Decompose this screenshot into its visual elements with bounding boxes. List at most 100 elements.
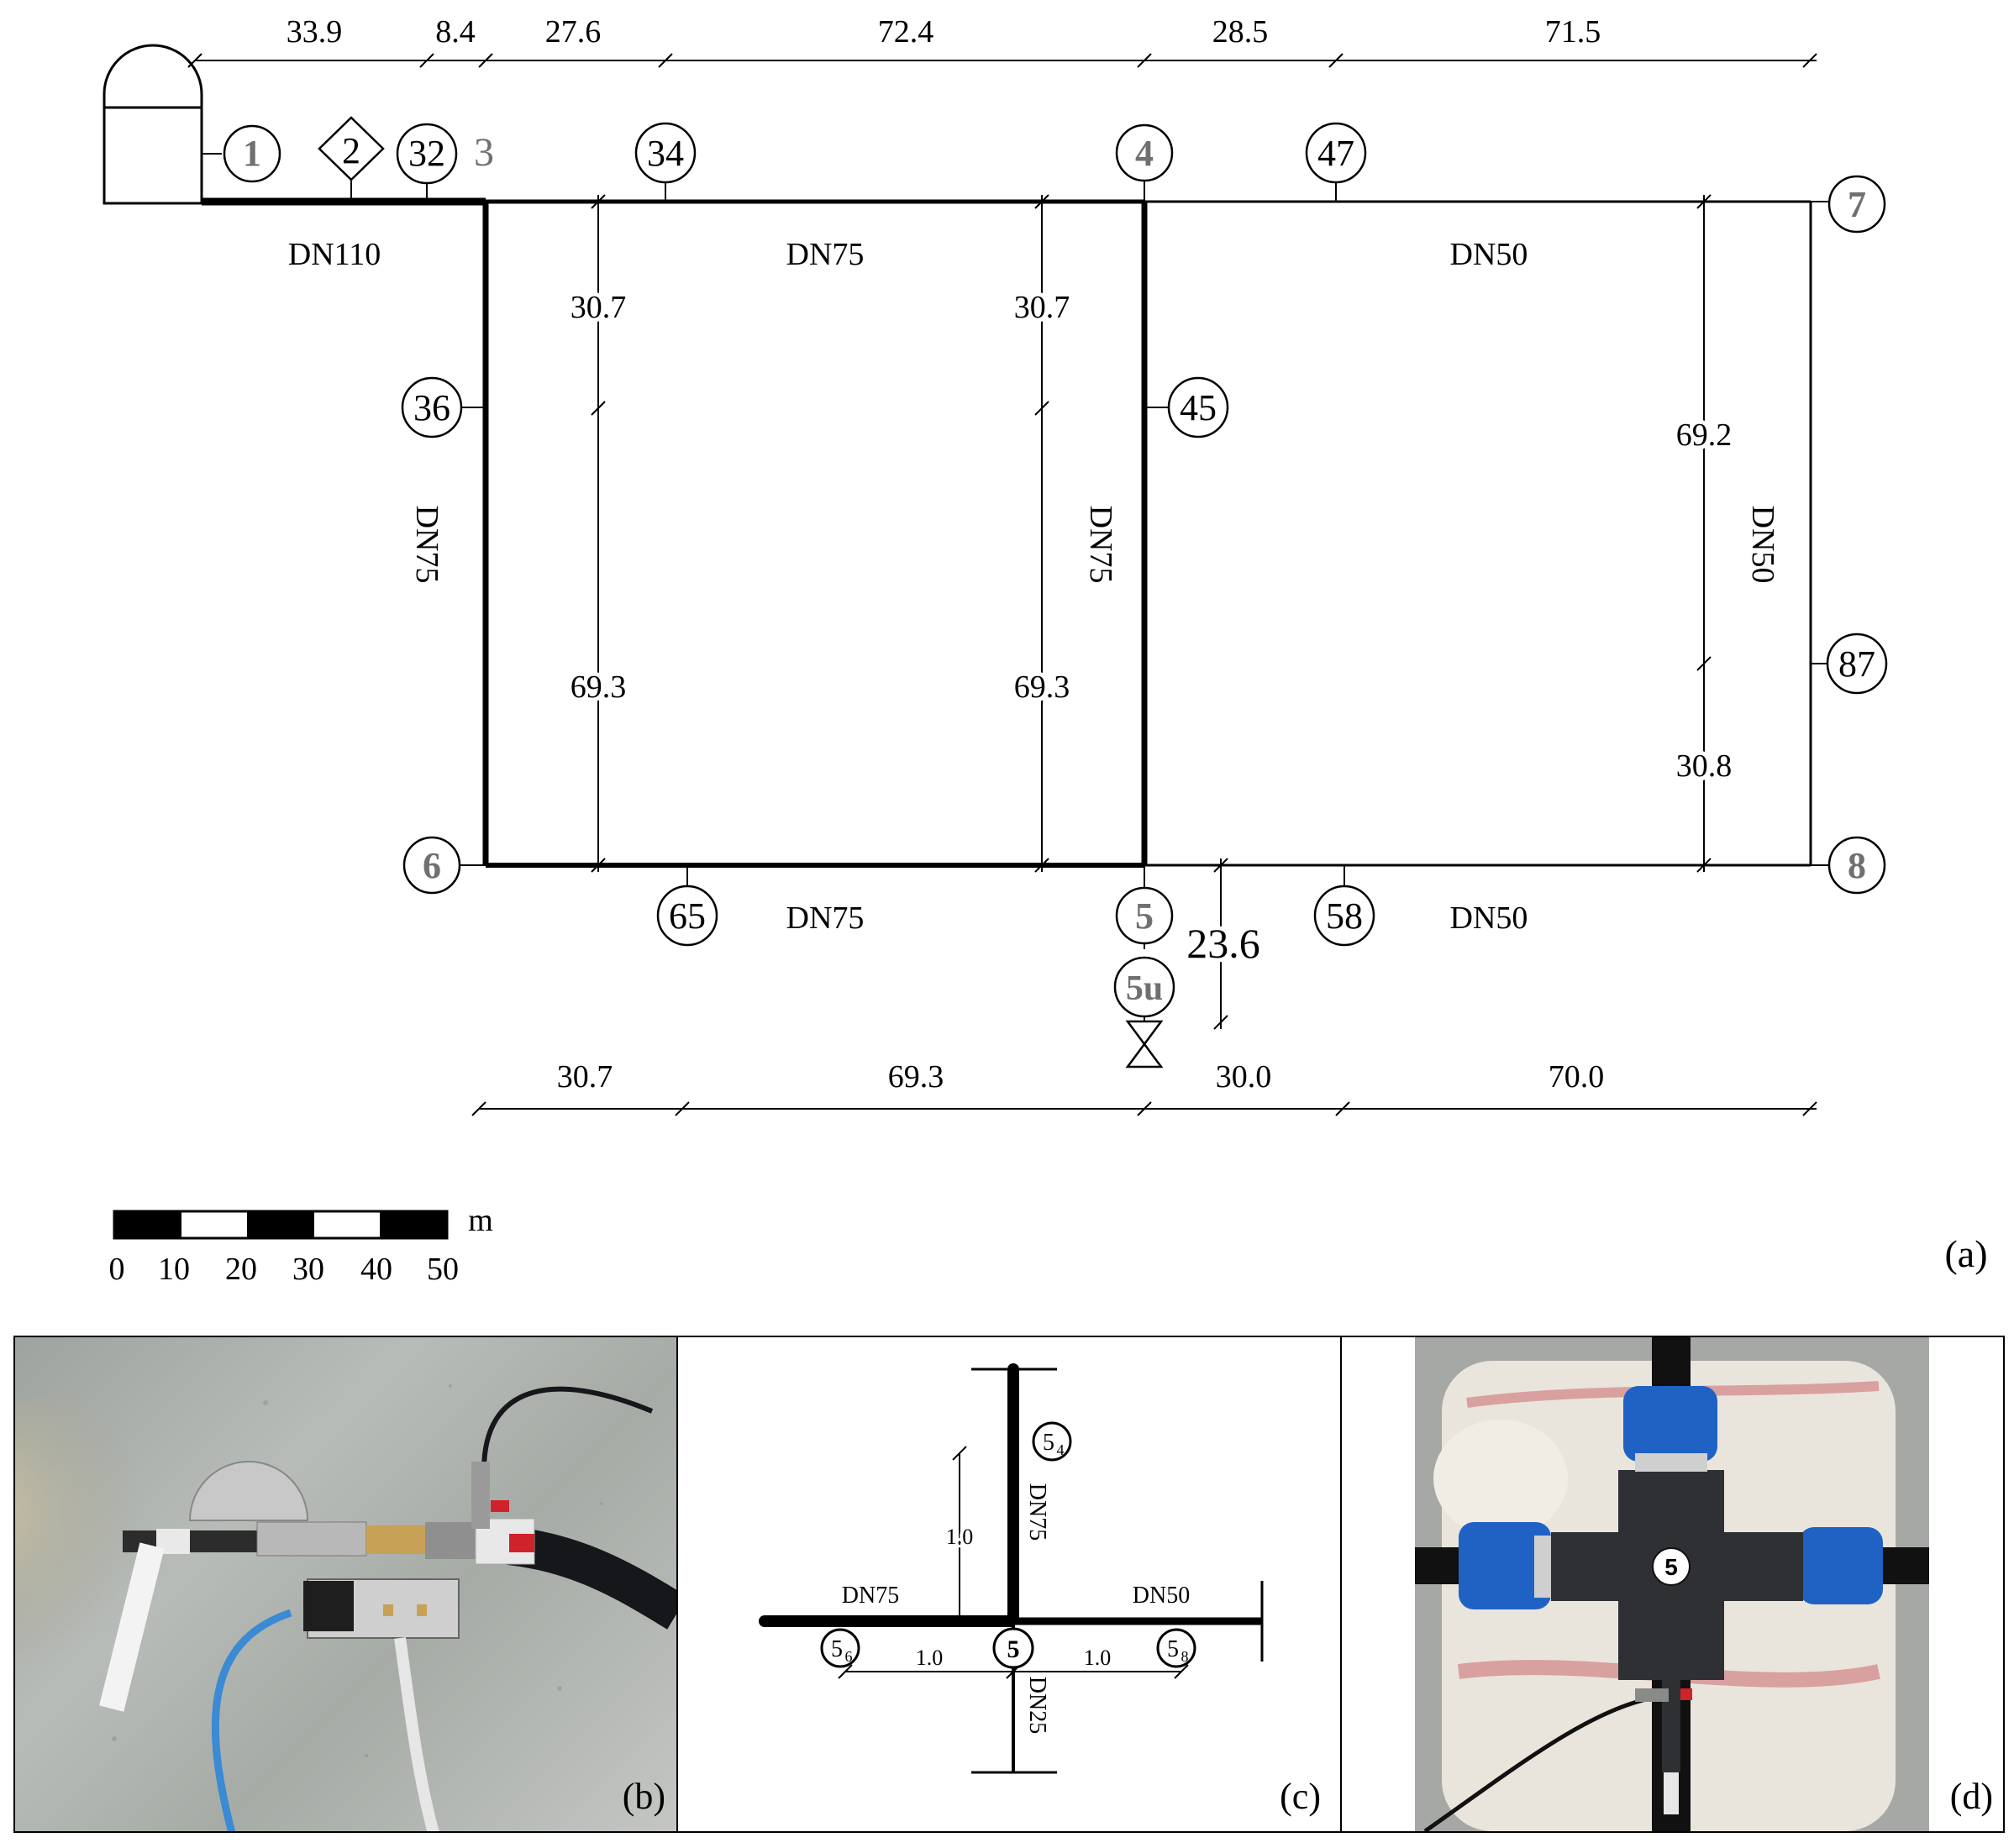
- svg-text:10: 10: [158, 1252, 190, 1287]
- dim-left-upper: 30.7: [571, 290, 627, 325]
- node-47: 47: [1305, 122, 1367, 184]
- svg-text:8: 8: [1848, 845, 1866, 886]
- valve-photo-illustration: [13, 1384, 677, 1833]
- svg-text:8: 8: [1181, 1648, 1189, 1665]
- svg-text:34: 34: [647, 133, 684, 174]
- svg-text:45: 45: [1180, 387, 1217, 428]
- node-c-right: 5 8: [1156, 1628, 1196, 1668]
- node-7: 7: [1827, 175, 1886, 234]
- vertical-dimension-lines: [591, 194, 1712, 1030]
- valve-icon: [1125, 1020, 1164, 1068]
- label-c-up: DN75: [1024, 1483, 1050, 1541]
- dim-bottom-4: 70.0: [1549, 1059, 1605, 1095]
- svg-text:47: 47: [1317, 133, 1354, 174]
- svg-text:1: 1: [243, 133, 261, 174]
- label-dn75-mid: DN75: [1083, 506, 1118, 584]
- svg-text:5: 5: [1043, 1430, 1054, 1456]
- svg-text:20: 20: [225, 1252, 257, 1287]
- node-4: 4: [1115, 123, 1174, 182]
- dim-top-6: 71.5: [1545, 14, 1601, 50]
- svg-text:4: 4: [1057, 1441, 1065, 1458]
- node-34: 34: [634, 122, 697, 184]
- panel-d-label: (d): [1949, 1776, 1993, 1817]
- label-dn75-bottom: DN75: [786, 900, 865, 936]
- label-c-right: DN50: [1133, 1583, 1190, 1609]
- svg-text:6: 6: [845, 1648, 853, 1665]
- node-2: 2: [318, 116, 385, 181]
- panel-b-label: (b): [622, 1776, 665, 1817]
- node-8: 8: [1827, 836, 1886, 895]
- dim-top-2: 8.4: [435, 14, 476, 50]
- label-dn50-top: DN50: [1450, 237, 1528, 272]
- node-65: 65: [656, 885, 718, 947]
- svg-text:50: 50: [427, 1252, 459, 1287]
- node-5: 5: [1115, 886, 1174, 945]
- dim-c-left: 1.0: [916, 1646, 944, 1670]
- dim-top-1: 33.9: [287, 14, 343, 50]
- node-c-center: 5: [992, 1627, 1034, 1669]
- photo-outlet-valve: (b): [13, 1336, 677, 1833]
- node-45: 45: [1167, 376, 1229, 438]
- bottom-dimension-line: [471, 1101, 1817, 1116]
- reservoir-icon: [103, 44, 203, 205]
- node-c-up: 5 4: [1032, 1421, 1072, 1462]
- svg-text:36: 36: [413, 387, 450, 428]
- node-1: 1: [223, 124, 281, 183]
- junction-schematic: 1.0 1.0 1.0 DN75 DN50 DN75 DN25 5 5 4 5 …: [759, 1363, 1264, 1774]
- svg-text:5: 5: [1135, 895, 1154, 937]
- node-3: 3: [474, 130, 494, 175]
- network-diagram: 1 2 32 3 34 4 47 7 36 45 87 6 65: [103, 14, 1988, 1287]
- label-dn50-bottom: DN50: [1450, 900, 1528, 936]
- dim-c-right: 1.0: [1084, 1646, 1112, 1670]
- svg-text:5: 5: [1007, 1635, 1020, 1663]
- junction-detail: 1.0 1.0 1.0 DN75 DN50 DN75 DN25 5 5 4 5 …: [677, 1336, 1341, 1833]
- dim-top-5: 28.5: [1212, 14, 1269, 50]
- svg-text:5: 5: [1167, 1636, 1179, 1662]
- node-6: 6: [402, 836, 461, 895]
- svg-text:40: 40: [360, 1252, 392, 1287]
- svg-text:58: 58: [1326, 895, 1363, 937]
- top-dimension-line: [187, 53, 1817, 68]
- dim-c-vertical: 1.0: [946, 1525, 974, 1549]
- dim-bottom-1: 30.7: [557, 1059, 613, 1095]
- label-dn110: DN110: [288, 237, 381, 272]
- svg-text:5: 5: [831, 1636, 843, 1662]
- label-c-left: DN75: [842, 1583, 899, 1609]
- label-dn50-right: DN50: [1745, 506, 1780, 584]
- dim-mid-lower: 69.3: [1014, 669, 1070, 705]
- label-dn75-left: DN75: [409, 506, 444, 584]
- divider-c-d: [1340, 1336, 1342, 1833]
- scale-unit: m: [468, 1203, 493, 1238]
- svg-text:4: 4: [1135, 133, 1154, 174]
- node-5-badge: 5: [1664, 1554, 1678, 1580]
- scale-bar: m 0 10 20 30 40 50: [109, 1203, 493, 1287]
- dim-top-3: 27.6: [545, 14, 602, 50]
- node-c-left: 5 6: [820, 1628, 860, 1668]
- dim-right-lower: 30.8: [1676, 748, 1733, 784]
- node-32: 32: [396, 123, 458, 185]
- photo-cross-junction: 5 (d): [1341, 1336, 2005, 1833]
- svg-text:5u: 5u: [1126, 969, 1163, 1008]
- panel-c-label: (c): [1280, 1776, 1321, 1817]
- dim-top-4: 72.4: [878, 14, 934, 50]
- svg-text:2: 2: [342, 130, 360, 171]
- dim-left-lower: 69.3: [571, 669, 627, 705]
- dim-outlet: 23.6: [1186, 920, 1260, 967]
- panel-a-label: (a): [1944, 1232, 1987, 1275]
- dim-bottom-3: 30.0: [1216, 1059, 1272, 1095]
- node-58: 58: [1313, 885, 1375, 947]
- label-dn75-top: DN75: [786, 237, 865, 272]
- svg-text:30: 30: [292, 1252, 324, 1287]
- svg-text:7: 7: [1848, 184, 1866, 225]
- dim-right-upper: 69.2: [1676, 417, 1733, 453]
- svg-text:32: 32: [408, 133, 445, 174]
- junction-photo-illustration: 5: [1415, 1336, 1929, 1833]
- node-36: 36: [401, 376, 463, 438]
- svg-text:65: 65: [669, 895, 706, 937]
- label-c-down: DN25: [1024, 1677, 1050, 1734]
- node-87: 87: [1826, 633, 1888, 695]
- node-5u: 5u: [1113, 956, 1175, 1018]
- divider-b-c: [676, 1336, 678, 1833]
- svg-text:0: 0: [109, 1252, 125, 1287]
- svg-text:87: 87: [1838, 643, 1875, 685]
